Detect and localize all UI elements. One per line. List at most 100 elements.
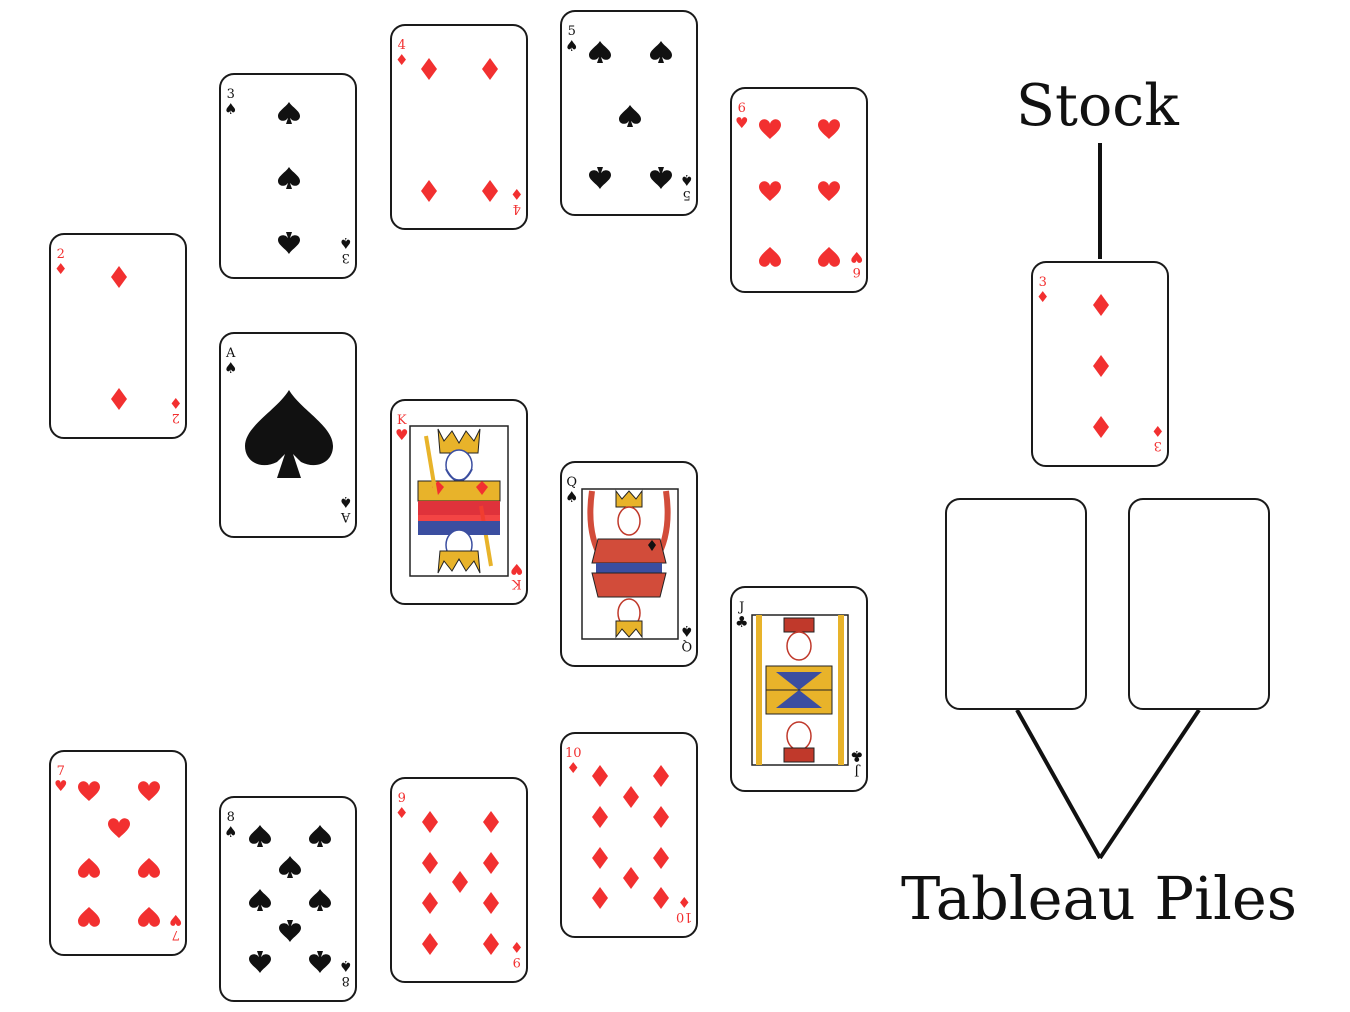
diamond-pips xyxy=(111,266,127,410)
spade-pips xyxy=(278,102,300,254)
spade-pip-icon xyxy=(589,41,611,63)
diamond-pip-icon xyxy=(482,180,498,202)
heart-pip-icon xyxy=(818,181,840,201)
card-index: 9♦ xyxy=(395,791,409,822)
card-a-spades[interactable]: A♠ A♠ xyxy=(219,332,357,538)
diamond-pip-icon xyxy=(482,58,498,80)
card-index: 10♦ xyxy=(565,746,582,777)
diamond-pip-icon xyxy=(592,806,608,828)
spade-pip-icon xyxy=(309,889,331,911)
diamond-pip-icon xyxy=(592,847,608,869)
card-index: 7♥ xyxy=(54,764,68,795)
jack-portrait-icon xyxy=(751,614,849,766)
diamond-pips xyxy=(1093,294,1109,438)
card-7-hearts[interactable]: 7♥ 7♥ xyxy=(49,750,187,956)
diamond-pip-icon xyxy=(1093,416,1109,438)
card-2-diamonds[interactable]: 2♦ 2♦ xyxy=(49,233,187,439)
heart-pip-icon xyxy=(759,119,781,139)
diamond-pip-icon xyxy=(1093,355,1109,377)
diamond-pip-icon xyxy=(421,58,437,80)
card-10-diamonds[interactable]: 10♦ 10♦ xyxy=(560,732,698,938)
spade-pip-icon xyxy=(309,951,331,973)
card-6-hearts[interactable]: 6♥ 6♥ xyxy=(730,87,868,293)
heart-pip-icon xyxy=(138,781,160,801)
spade-pip-icon xyxy=(249,951,271,973)
card-index: 3♠ xyxy=(224,87,238,118)
diamond-pip-icon xyxy=(421,180,437,202)
heart-pip-icon xyxy=(78,858,100,878)
diamond-pip-icon xyxy=(623,786,639,808)
heart-pip-icon xyxy=(78,907,100,927)
diamond-pip-icon xyxy=(111,266,127,288)
diamond-pip-icon xyxy=(452,871,468,893)
spade-pip-icon xyxy=(279,920,301,942)
card-index: 5♠ xyxy=(565,24,579,55)
diamond-pip-icon xyxy=(653,806,669,828)
spade-pip-icon xyxy=(249,825,271,847)
spade-pip-icon xyxy=(589,167,611,189)
spade-icon xyxy=(245,390,333,478)
diamond-pip-icon xyxy=(592,887,608,909)
heart-pip-icon xyxy=(818,247,840,267)
diamond-pip-icon xyxy=(1093,294,1109,316)
card-index: K♥ xyxy=(395,413,409,444)
card-4-diamonds[interactable]: 4♦ 4♦ xyxy=(390,24,528,230)
card-index: 2♦ xyxy=(54,247,68,278)
diamond-pip-icon xyxy=(653,847,669,869)
tableau-connector-right xyxy=(1098,708,1201,860)
spade-pip-icon xyxy=(278,167,300,189)
diamond-pip-icon xyxy=(422,852,438,874)
tableau-pile-2[interactable] xyxy=(1128,498,1270,710)
diamond-pips xyxy=(421,58,498,202)
card-8-spades[interactable]: 8♠ 8♠ xyxy=(219,796,357,1002)
card-index: 4♦ xyxy=(395,38,409,69)
card-k-hearts[interactable]: K♥ K♥ xyxy=(390,399,528,605)
diamond-pip-icon xyxy=(623,867,639,889)
stock-label: Stock xyxy=(1016,73,1179,139)
card-index: A♠ xyxy=(224,346,238,377)
diamond-pip-icon xyxy=(483,892,499,914)
diamond-pip-icon xyxy=(422,811,438,833)
heart-pip-icon xyxy=(759,247,781,267)
spade-pip-icon xyxy=(249,889,271,911)
tableau-pile-1[interactable] xyxy=(945,498,1087,710)
spade-pip-icon xyxy=(278,232,300,254)
heart-pip-icon xyxy=(108,818,130,838)
tableau-piles-label: Tableau Piles xyxy=(901,864,1298,933)
heart-pip-icon xyxy=(78,781,100,801)
card-9-diamonds[interactable]: 9♦ 9♦ xyxy=(390,777,528,983)
card-j-clubs[interactable]: J♣ J♣ xyxy=(730,586,868,792)
spade-pip-icon xyxy=(619,105,641,127)
diamond-pip-icon xyxy=(653,887,669,909)
diamond-pip-icon xyxy=(592,765,608,787)
king-portrait-icon xyxy=(409,425,509,577)
diamond-pip-icon xyxy=(422,933,438,955)
spade-pip-icon xyxy=(309,825,331,847)
card-index: 6♥ xyxy=(735,101,749,132)
diamond-pip-icon xyxy=(422,892,438,914)
card-q-spades[interactable]: Q♠ Q♠ xyxy=(560,461,698,667)
heart-pip-icon xyxy=(818,119,840,139)
queen-portrait-icon xyxy=(581,488,679,640)
spade-pip-icon xyxy=(650,167,672,189)
diamond-pips xyxy=(592,765,669,909)
spade-pips xyxy=(249,825,331,973)
card-5-spades[interactable]: 5♠ 5♠ xyxy=(560,10,698,216)
card-3-spades[interactable]: 3♠ 3♠ xyxy=(219,73,357,279)
card-index: J♣ xyxy=(735,600,749,631)
card-index: 3♦ xyxy=(1036,275,1050,306)
diamond-pip-icon xyxy=(483,852,499,874)
heart-pip-icon xyxy=(138,858,160,878)
spade-pip-icon xyxy=(279,856,301,878)
heart-pip-icon xyxy=(138,907,160,927)
spade-pip-icon xyxy=(278,102,300,124)
card-index: 8♠ xyxy=(224,810,238,841)
diamond-pips xyxy=(422,811,499,955)
diamond-pip-icon xyxy=(483,811,499,833)
card-index: Q♠ xyxy=(565,475,579,506)
stock-card-3-diamonds[interactable]: 3♦ 3♦ xyxy=(1031,261,1169,467)
diamond-pip-icon xyxy=(653,765,669,787)
heart-pip-icon xyxy=(759,181,781,201)
